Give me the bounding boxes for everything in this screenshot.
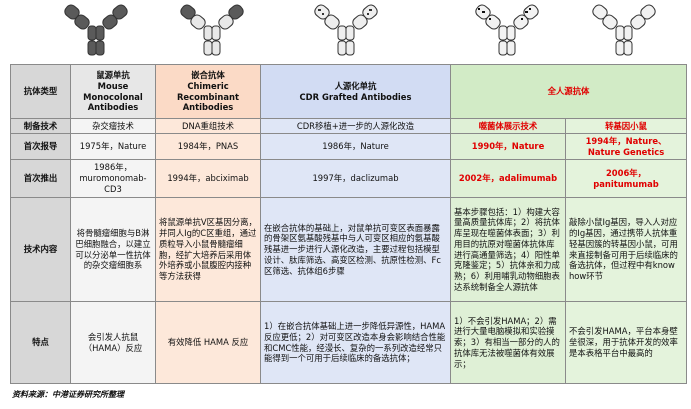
source-note: 资料来源：中港证券研究所整理: [12, 389, 124, 399]
chimeric-antibody-icon: [180, 4, 244, 56]
cell-report-chimeric: 1984年，PNAS: [155, 133, 261, 160]
cell-launch-chimeric: 1994年，abciximab: [155, 159, 261, 198]
cell-report-humanized: 1986年，Nature: [260, 133, 451, 160]
chimeric-title-cn: 嵌合抗体: [191, 70, 225, 80]
table-row-tech-content: 技术内容 将骨髓瘤细胞与B淋巴细胞融合，以建立可以分泌单一性抗体的杂交瘤细胞系 …: [10, 197, 687, 302]
cell-features-transgenic: 不会引发HAMA，平台本身壁垒很深，用于抗体开发的效率是本表格平台中最高的: [565, 301, 687, 384]
row-label-first-launch: 首次推出: [10, 159, 71, 198]
cell-report-transgenic: 1994年，Nature、 Nature Genetics: [565, 133, 687, 160]
cell-technique-humanized: CDR移植+进一步的人源化改造: [260, 118, 451, 134]
cell-features-humanized: 1）在嵌合抗体基础上进一步降低异源性，HAMA反应更低；2）对可变区改造本身会影…: [260, 301, 451, 384]
table-row-type: 抗体类型 鼠源单抗 Mouse Monocolonal Antibodies 嵌…: [10, 64, 687, 119]
cell-content-humanized: 在嵌合抗体的基础上，对鼠单抗可变区表面暴露的骨架区氨基酸残基中与人可变区相应的氨…: [260, 197, 451, 302]
launch-murine-line-3: CD3: [104, 183, 122, 194]
table-row-features: 特点 会引发人抗鼠（HAMA）反应 有效降低 HAMA 反应 1）在嵌合抗体基础…: [10, 301, 687, 384]
cell-technique-transgenic: 转基因小鼠: [565, 118, 687, 134]
cell-launch-phage: 2002年，adalimumab: [450, 159, 566, 198]
cell-features-phage: 1）不会引发HAMA；2）需进行大量电脑模拟和实验摸索；3）有相当一部分的人的抗…: [450, 301, 566, 384]
table-row-technique: 制备技术 杂交瘤技术 DNA重组技术 CDR移植+进一步的人源化改造 噬菌体展示…: [10, 118, 687, 134]
col-header-human: 全人源抗体: [450, 64, 687, 119]
report-transgenic-line-2: Nature Genetics: [587, 146, 665, 157]
antibody-comparison-table: 抗体类型 鼠源单抗 Mouse Monocolonal Antibodies 嵌…: [10, 64, 687, 384]
murine-title-en-2: Monocolonal: [83, 91, 143, 102]
cell-content-murine: 将骨髓瘤细胞与B淋巴细胞融合，以建立可以分泌单一性抗体的杂交瘤细胞系: [70, 197, 156, 302]
transgenic-antibody-icon: [592, 4, 656, 56]
report-transgenic-line-1: 1994年，Nature、: [585, 135, 667, 146]
humanized-antibody-icon: [314, 4, 378, 56]
row-label-features: 特点: [10, 301, 71, 384]
col-header-humanized: 人源化单抗 CDR Grafted Antibodies: [260, 64, 451, 119]
launch-murine-line-2: muromonomab-: [79, 173, 147, 184]
launch-transgenic-line-1: 2006年，: [605, 167, 647, 178]
phage-antibody-icon: [475, 4, 539, 56]
col-header-chimeric: 嵌合抗体 Chimeric Recombinant Antibodies: [155, 64, 261, 119]
cell-report-phage: 1990年，Nature: [450, 133, 566, 160]
humanized-title-en: CDR Grafted Antibodies: [299, 91, 412, 102]
cell-technique-chimeric: DNA重组技术: [155, 118, 261, 134]
cell-technique-phage: 噬菌体展示技术: [450, 118, 566, 134]
cell-content-phage: 基本步骤包括：1）构建大容量高质量抗体库；2）将抗体库呈现在噬菌体表面；3）利用…: [450, 197, 566, 302]
cell-launch-murine: 1986年， muromonomab- CD3: [70, 159, 156, 198]
humanized-title-cn: 人源化单抗: [334, 80, 377, 91]
row-label-technique: 制备技术: [10, 118, 71, 134]
cell-features-murine: 会引发人抗鼠（HAMA）反应: [70, 301, 156, 384]
murine-title-en-3: Antibodies: [87, 102, 139, 113]
row-label-first-report: 首次报导: [10, 133, 71, 160]
cell-content-chimeric: 将鼠源单抗V区基因分离，并同人Ig的C区重组，通过质粒导入小鼠骨髓瘤细胞，经扩大…: [155, 197, 261, 302]
murine-title-cn: 鼠源单抗: [96, 70, 130, 80]
table-row-first-report: 首次报导 1975年，Nature 1984年，PNAS 1986年，Natur…: [10, 133, 687, 160]
row-label-tech-content: 技术内容: [10, 197, 71, 302]
chimeric-title-en-2: Antibodies: [182, 102, 234, 113]
cell-launch-transgenic: 2006年， panitumumab: [565, 159, 687, 198]
launch-transgenic-line-2: panitumumab: [593, 178, 659, 189]
row-label-type: 抗体类型: [10, 64, 71, 119]
antibody-illustrations: [0, 0, 691, 64]
murine-title-en-1: Mouse: [97, 80, 129, 91]
launch-murine-line-1: 1986年，: [93, 162, 133, 173]
col-header-murine: 鼠源单抗 Mouse Monocolonal Antibodies: [70, 64, 156, 119]
chimeric-title-en-1: Chimeric Recombinant: [176, 80, 240, 102]
cell-launch-humanized: 1997年，daclizumab: [260, 159, 451, 198]
cell-content-transgenic: 敲除小鼠Ig基因，导入人对应的Ig基因，通过携带人抗体重轻基因簇的转基因小鼠，可…: [565, 197, 687, 302]
table-row-first-launch: 首次推出 1986年， muromonomab- CD3 1994年，abcix…: [10, 159, 687, 198]
mouse-antibody-icon: [64, 4, 128, 56]
cell-report-murine: 1975年，Nature: [70, 133, 156, 160]
cell-features-chimeric: 有效降低 HAMA 反应: [155, 301, 261, 384]
cell-technique-murine: 杂交瘤技术: [70, 118, 156, 134]
